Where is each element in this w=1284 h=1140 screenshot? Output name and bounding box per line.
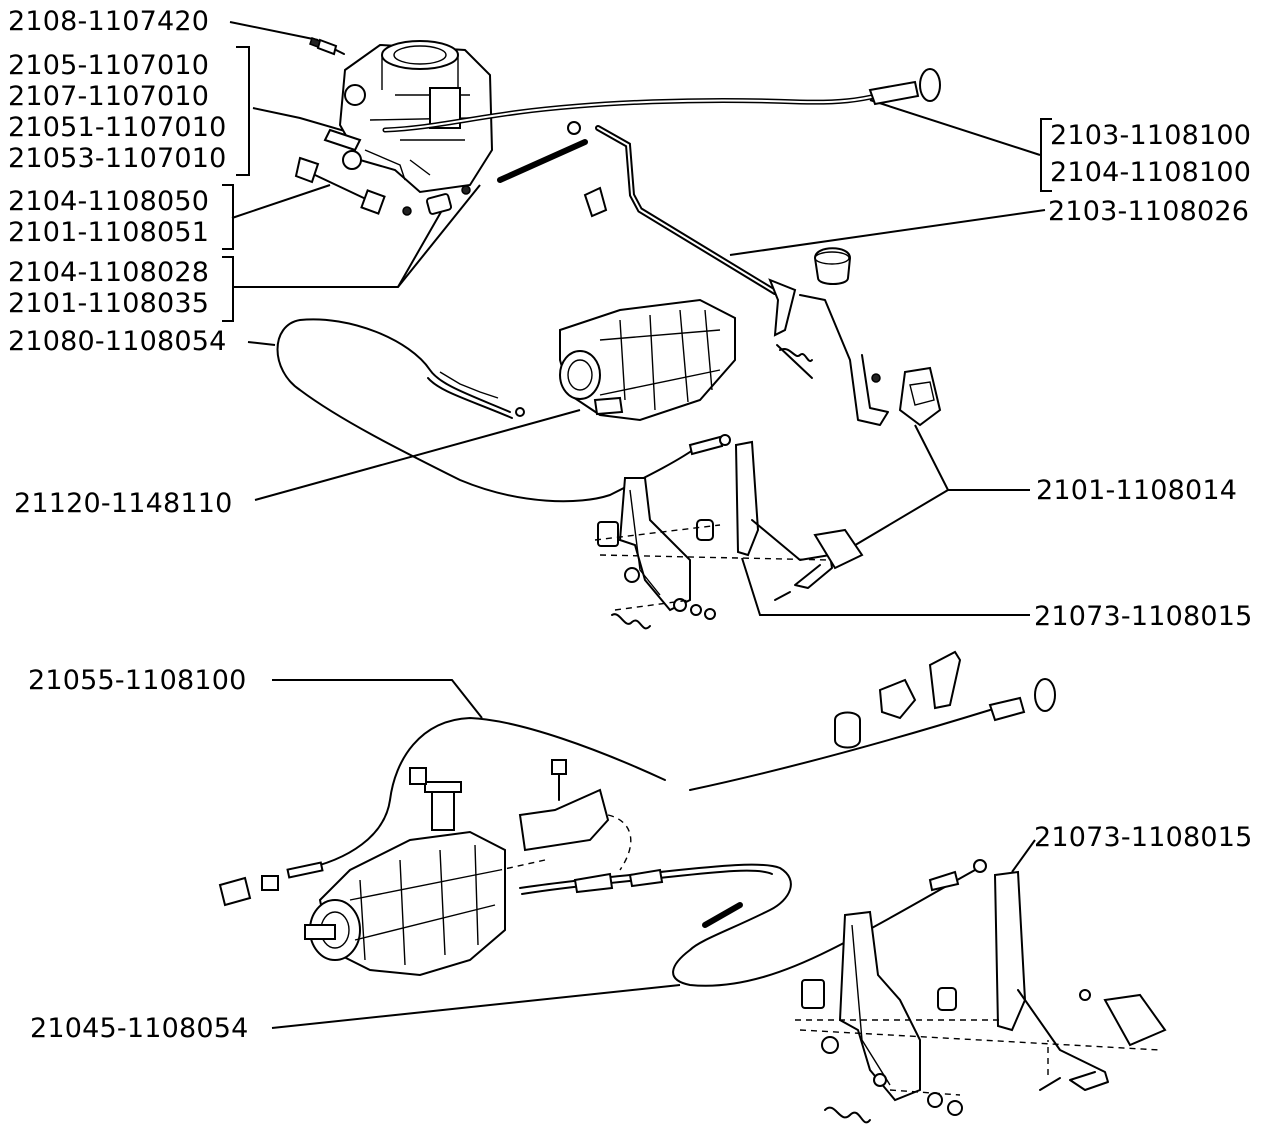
label-2104-1108100: 2104-1108100 xyxy=(1050,157,1252,188)
label-2104-1108028: 2104-1108028 xyxy=(8,257,210,288)
label-2108-1107420: 2108-1107420 xyxy=(8,6,210,37)
label-2101-1108051: 2101-1108051 xyxy=(8,217,210,248)
loop-cable-21080 xyxy=(276,318,731,503)
label-2104-1108050: 2104-1108050 xyxy=(8,186,210,217)
injection-pump xyxy=(218,759,632,977)
label-21055-1108100: 21055-1108100 xyxy=(28,665,247,696)
pedal-assembly-upper xyxy=(594,440,864,630)
accelerator-rod-top xyxy=(583,125,942,427)
label-2103-1108026: 2103-1108026 xyxy=(1048,196,1250,227)
label-21120-1148110: 21120-1148110 xyxy=(14,488,233,519)
label-21045-1108054: 21045-1108054 xyxy=(30,1013,249,1044)
bracket-bushings xyxy=(222,256,234,322)
label-2103-1108100: 2103-1108100 xyxy=(1050,120,1252,151)
label-2105-1107010: 2105-1107010 xyxy=(8,50,210,81)
label-21080-1108054: 21080-1108054 xyxy=(8,326,227,357)
carburetor-assembly xyxy=(294,37,494,216)
label-21073-1108015-lower: 21073-1108015 xyxy=(1034,822,1253,853)
label-21073-1108015-upper: 21073-1108015 xyxy=(1034,601,1253,632)
label-21051-1107010: 21051-1107010 xyxy=(8,112,227,143)
label-2101-1108035: 2101-1108035 xyxy=(8,288,210,319)
bracket-choke-cable xyxy=(1040,118,1052,192)
bracket-rod-ends xyxy=(222,184,234,250)
bracket-carburetor xyxy=(236,46,250,176)
label-21053-1107010: 21053-1107010 xyxy=(8,143,227,174)
pedal-assembly-lower xyxy=(795,870,1167,1124)
choke-cable-lower xyxy=(286,650,1056,879)
leader-lines xyxy=(229,21,1046,1029)
loop-cable-21045 xyxy=(519,859,987,987)
choke-cable-top xyxy=(382,68,941,183)
throttle-body xyxy=(559,298,736,422)
label-2101-1108014: 2101-1108014 xyxy=(1036,475,1238,506)
label-2107-1107010: 2107-1107010 xyxy=(8,81,210,112)
